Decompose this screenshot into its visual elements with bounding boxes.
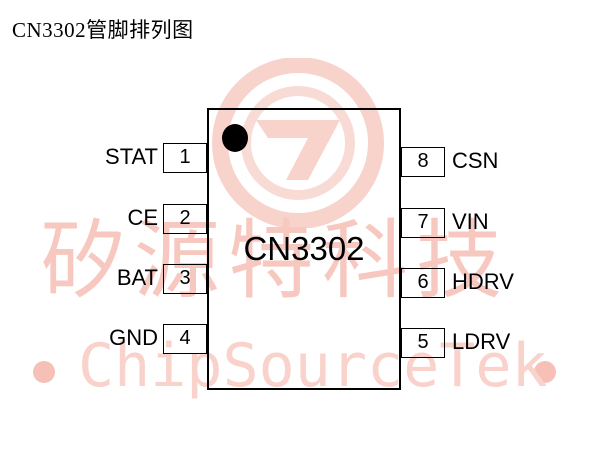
chip-body — [207, 108, 401, 390]
pin-7-box: 7 — [401, 208, 445, 238]
pin-6-box: 6 — [401, 268, 445, 298]
pin-1-label: STAT — [105, 144, 158, 169]
pin-3-box: 3 — [163, 264, 207, 294]
pin-8-box: 8 — [401, 147, 445, 177]
pin-4-label: GND — [109, 325, 158, 350]
pin-5-box: 5 — [401, 328, 445, 358]
pin-3-label: BAT — [116, 265, 158, 290]
pin-4-box: 4 — [163, 324, 207, 354]
chip-name: CN3302 — [243, 230, 365, 267]
pin-2-box: 2 — [163, 204, 207, 234]
watermark-chinese-text: 矽源特科技 — [40, 211, 510, 311]
pin-5-label: LDRV — [452, 329, 511, 354]
diagram-title: CN3302管脚排列图 — [12, 18, 194, 42]
watermark-logo-icon — [212, 58, 384, 228]
watermark-english-text: ChipSourceTek — [78, 331, 548, 401]
watermark-dot-right — [534, 361, 556, 383]
pin-1-box: 1 — [163, 143, 207, 173]
pin-7-label: VIN — [452, 209, 489, 234]
pin-2-label: CE — [127, 205, 158, 230]
pin-6-label: HDRV — [452, 269, 514, 294]
pin1-indicator-dot — [222, 124, 248, 152]
watermark-dot-left — [33, 361, 55, 383]
pin-8-label: CSN — [452, 148, 499, 173]
